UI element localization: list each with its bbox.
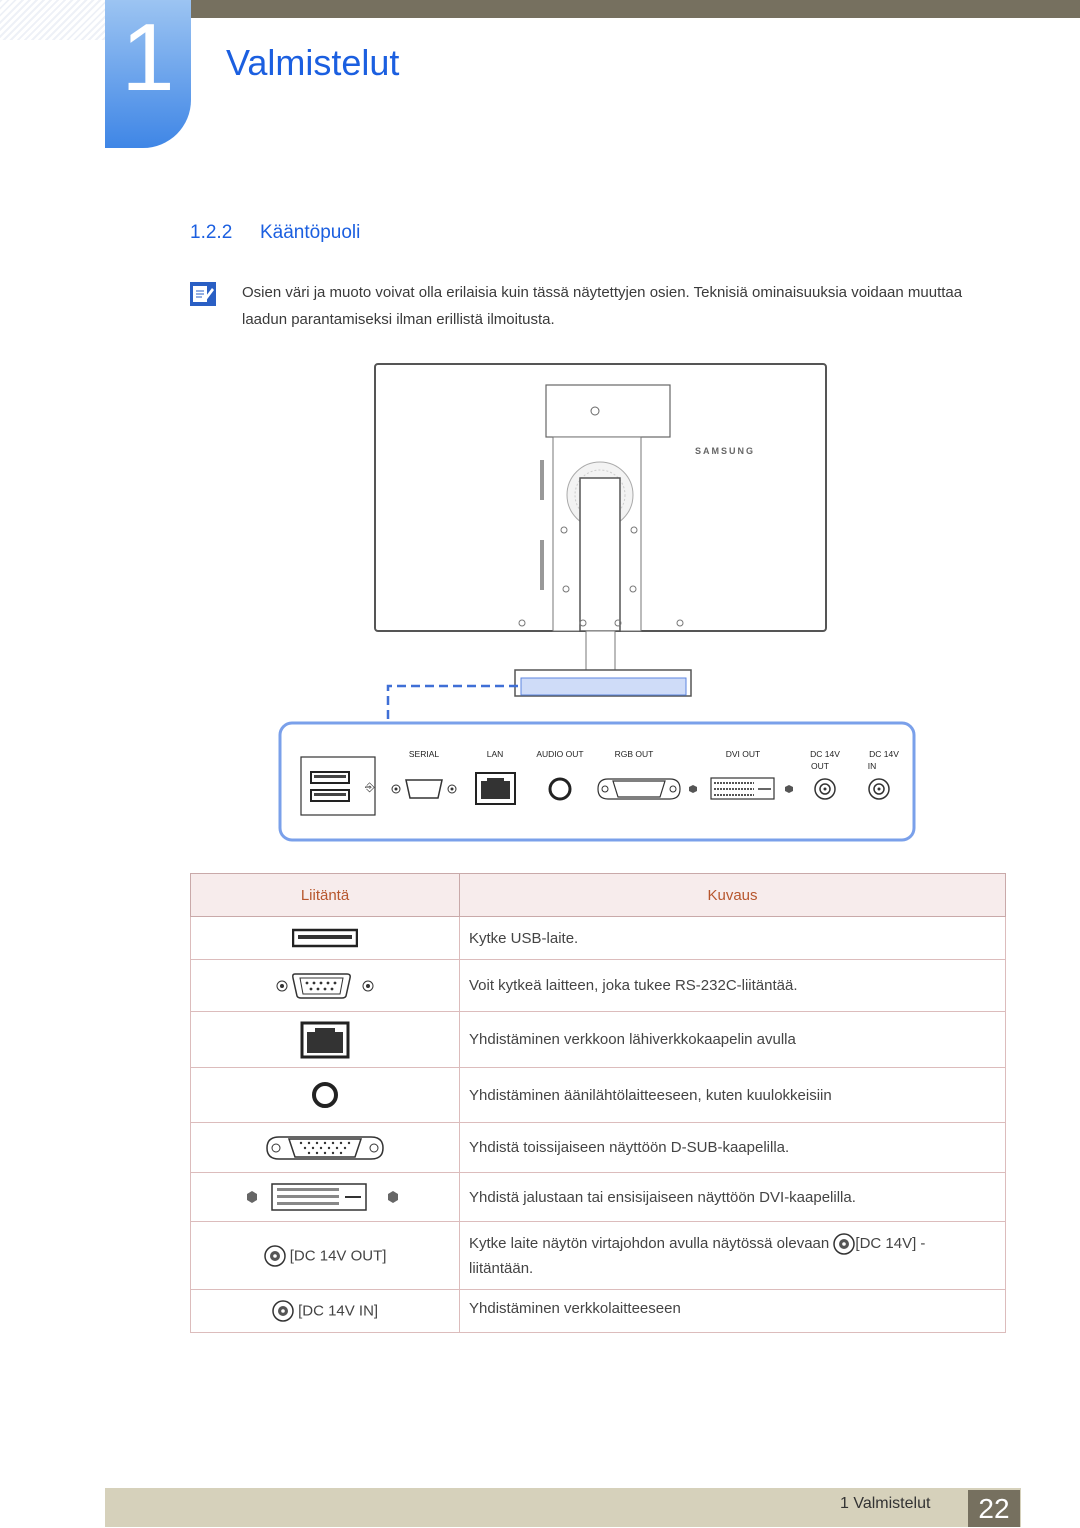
table-cell-description: Yhdistäminen verkkoon lähiverkkokaapelin… [459,1011,1006,1068]
chapter-number: 1 [121,4,175,111]
label-rgb-out: RGB OUT [615,749,654,759]
page-number: 22 [968,1490,1020,1527]
table-cell-description: Kytke USB-laite. [459,916,1006,960]
header-bar [190,0,1080,18]
table-row: Yhdistä toissijaiseen näyttöön D-SUB-kaa… [190,1122,1006,1173]
dc-out-description-b: [DC 14V] - [855,1234,926,1252]
audio-port-icon [190,1067,460,1123]
label-serial: SERIAL [409,749,440,759]
label-dc-out-2: OUT [811,761,829,771]
chapter-number-box [105,0,191,148]
note-icon [190,282,216,306]
table-row: Yhdistä jalustaan tai ensisijaiseen näyt… [190,1172,1006,1222]
section-title: Kääntöpuoli [260,222,361,243]
header-description: Kuvaus [459,873,1006,917]
table-header-row: Liitäntä Kuvaus [190,873,1006,917]
lan-port-icon [190,1011,460,1068]
footer-chapter-label: 1 Valmistelut [840,1495,931,1512]
dc-inline-icon [833,1232,856,1255]
table-cell-description: Yhdistä jalustaan tai ensisijaiseen näyt… [459,1172,1006,1222]
dc-in-icon [272,1300,294,1322]
table-cell-description: Voit kytkeä laitteen, joka tukee RS-232C… [459,959,1006,1012]
rgb-port-icon [190,1122,460,1173]
label-dc-in-2: IN [868,761,877,771]
label-dc-in-1: DC 14V [869,749,899,759]
serial-port-icon [190,959,460,1012]
section-number: 1.2.2 [190,222,233,243]
table-row: [DC 14V IN] Yhdistäminen verkkolaitteese… [190,1289,1006,1333]
dvi-port-icon [190,1172,460,1222]
monitor-back-diagram: SAMSUNG ⎆ SERIAL LAN AUDIO OUT RGB OUT D… [278,363,916,842]
table-row: Yhdistäminen verkkoon lähiverkkokaapelin… [190,1011,1006,1068]
brand-logo: SAMSUNG [695,446,755,456]
footer-bar [105,1488,1021,1527]
table-row: Voit kytkeä laitteen, joka tukee RS-232C… [190,959,1006,1012]
table-cell-description: Kytke laite näytön virtajohdon avulla nä… [459,1221,1006,1290]
dc-in-label: [DC 14V IN] [298,1302,379,1320]
label-dc-out-1: DC 14V [810,749,840,759]
label-dvi-out: DVI OUT [726,749,760,759]
dc-out-cell: [DC 14V OUT] [190,1221,460,1290]
label-audio-out: AUDIO OUT [536,749,583,759]
dc-out-icon [263,1244,286,1267]
chapter-title: Valmistelut [226,42,400,83]
table-row: Yhdistäminen äänilähtölaitteeseen, kuten… [190,1067,1006,1123]
table-row: [DC 14V OUT] Kytke laite näytön virtajoh… [190,1221,1006,1290]
table-cell-description: Yhdistä toissijaiseen näyttöön D-SUB-kaa… [459,1122,1006,1173]
table-row: Kytke USB-laite. [190,916,1006,960]
port-panel [278,721,916,842]
table-cell-description: Yhdistäminen äänilähtölaitteeseen, kuten… [459,1067,1006,1123]
header-hatch [0,0,105,40]
usb-port-icon [190,916,460,960]
section-heading: 1.2.2 Kääntöpuoli [190,222,360,244]
dc-out-description-a: Kytke laite näytön virtajohdon avulla nä… [469,1234,830,1252]
header-connector: Liitäntä [190,873,460,917]
table-cell-description: Yhdistäminen verkkolaitteeseen [459,1289,1006,1333]
note-text: Osien väri ja muoto voivat olla erilaisi… [242,284,963,328]
dc-out-description-c: liitäntään. [469,1259,534,1277]
dc-out-label: [DC 14V OUT] [289,1247,387,1264]
dc-in-cell: [DC 14V IN] [190,1289,460,1333]
svg-text:⎆: ⎆ [365,780,375,794]
label-lan: LAN [487,749,504,759]
connector-table: Liitäntä Kuvaus Kytke USB-laite. Vo [190,873,1006,1333]
